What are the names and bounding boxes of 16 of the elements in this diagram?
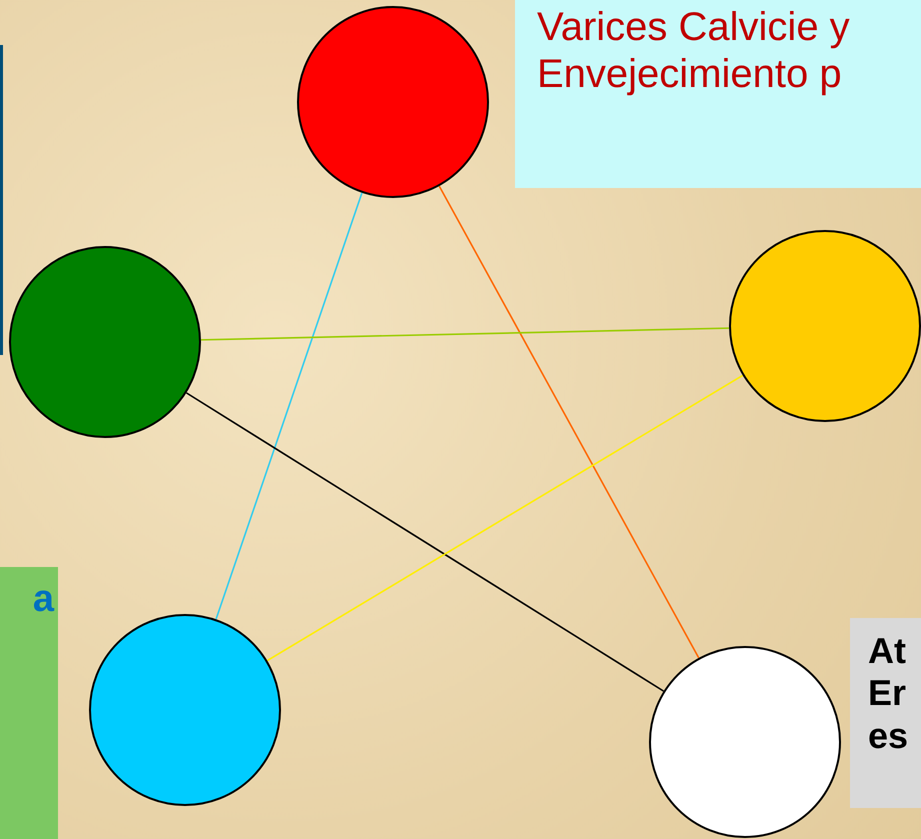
connector-line (215, 192, 363, 620)
circle-node (297, 6, 489, 198)
panel-text: Varices Calvicie y Envejecimiento p (537, 4, 851, 98)
connector-line (186, 392, 664, 692)
circle-node (9, 246, 201, 438)
circle-node (649, 646, 841, 838)
panel-text: a (32, 577, 54, 622)
connector-line (200, 327, 730, 341)
circle-node (89, 614, 281, 806)
text-panel (515, 0, 921, 188)
connector-line (438, 186, 700, 658)
text-panel (850, 618, 921, 808)
connector-line (266, 374, 744, 662)
circle-node (729, 230, 921, 422)
text-panel (0, 567, 58, 839)
panel-text: At Er es (868, 630, 910, 758)
